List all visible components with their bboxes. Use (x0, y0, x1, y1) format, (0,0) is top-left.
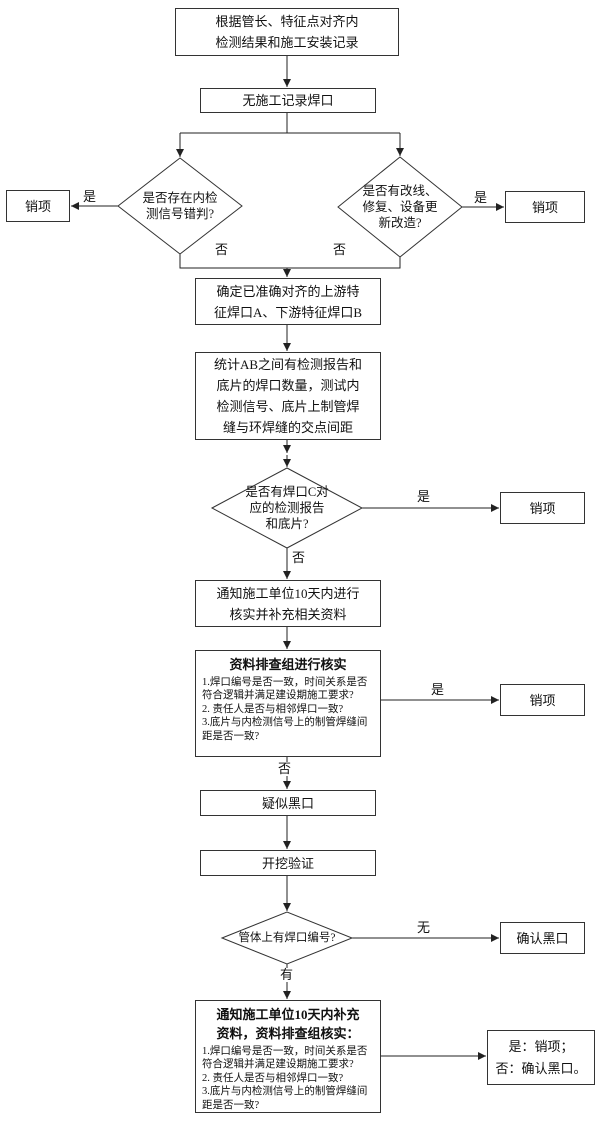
decision-weld-number-text: 管体上有焊口编号? (238, 932, 336, 944)
edge-no-left-merge (179, 254, 287, 269)
decision-weld-number-diamond (220, 911, 354, 965)
notify-supplement-title: 通知施工单位10天内补充 资料，资料排查组核实： (216, 1007, 360, 1041)
decision-weld-c-text: 是否有焊口C对 应的检测报告 和底片? (245, 485, 329, 531)
edge-label-yes-right: 是 (473, 190, 489, 205)
node-align-welds: 确定已准确对齐的上游特 征焊口A、下游特征焊口B (195, 278, 381, 325)
edge-label-has: 有 (279, 967, 295, 982)
edge-label-none: 无 (416, 920, 432, 935)
decision-weld-c-diamond (210, 467, 364, 549)
decision-reroute-text: 是否有改线、 修复、设备更 新改造? (362, 184, 438, 230)
notify-supplement-items: 1.焊口编号是否一致，时间关系是否 符合逻辑并满足建设期施工要求? 2. 责任人… (202, 1046, 368, 1111)
node-notify-supplement: 通知施工单位10天内补充 资料，资料排查组核实： 1.焊口编号是否一致，时间关系… (195, 1000, 381, 1113)
node-result: 是：销项； 否：确认黑口。 (487, 1030, 595, 1085)
edge-no-right-merge (287, 257, 401, 269)
node-suspected-black: 疑似黑口 (200, 790, 376, 816)
node-review: 资料排查组进行核实 1.焊口编号是否一致，时间关系是否 符合逻辑并满足建设期施工… (195, 650, 381, 757)
node-close-item-right-2: 销项 (500, 492, 585, 524)
edge-label-no-review: 否 (277, 761, 293, 776)
node-close-item-left: 销项 (6, 190, 70, 222)
node-start: 根据管长、特征点对齐内 检测结果和施工安装记录 (175, 8, 399, 56)
review-title: 资料排查组进行核实 (229, 657, 347, 672)
node-no-record-weld: 无施工记录焊口 (200, 88, 376, 113)
edge-label-yes-review: 是 (430, 682, 446, 697)
edge-label-yes-weld-c: 是 (416, 489, 432, 504)
edge-label-no-weld-c: 否 (291, 550, 307, 565)
connector-group (71, 56, 504, 1060)
node-count-welds: 统计AB之间有检测报告和 底片的焊口数量，测试内 检测信号、底片上制管焊 缝与环… (195, 352, 381, 440)
node-close-item-right-1: 销项 (505, 191, 585, 223)
decision-reroute-diamond (337, 156, 463, 258)
edge-label-no-right: 否 (332, 242, 348, 257)
edge-label-no-left: 否 (214, 242, 230, 257)
review-items: 1.焊口编号是否一致，时间关系是否 符合逻辑并满足建设期施工要求? 2. 责任人… (202, 677, 368, 742)
node-confirm-black: 确认黑口 (500, 922, 585, 954)
decision-signal-text: 是否存在内检 测信号错判? (142, 191, 218, 221)
node-close-item-right-3: 销项 (500, 684, 585, 716)
node-notify-verify: 通知施工单位10天内进行 核实并补充相关资料 (195, 580, 381, 627)
diamond-group (117, 156, 463, 965)
node-excavation: 开挖验证 (200, 850, 376, 876)
edge-label-yes-left: 是 (82, 189, 98, 204)
decision-signal-diamond (117, 157, 243, 255)
